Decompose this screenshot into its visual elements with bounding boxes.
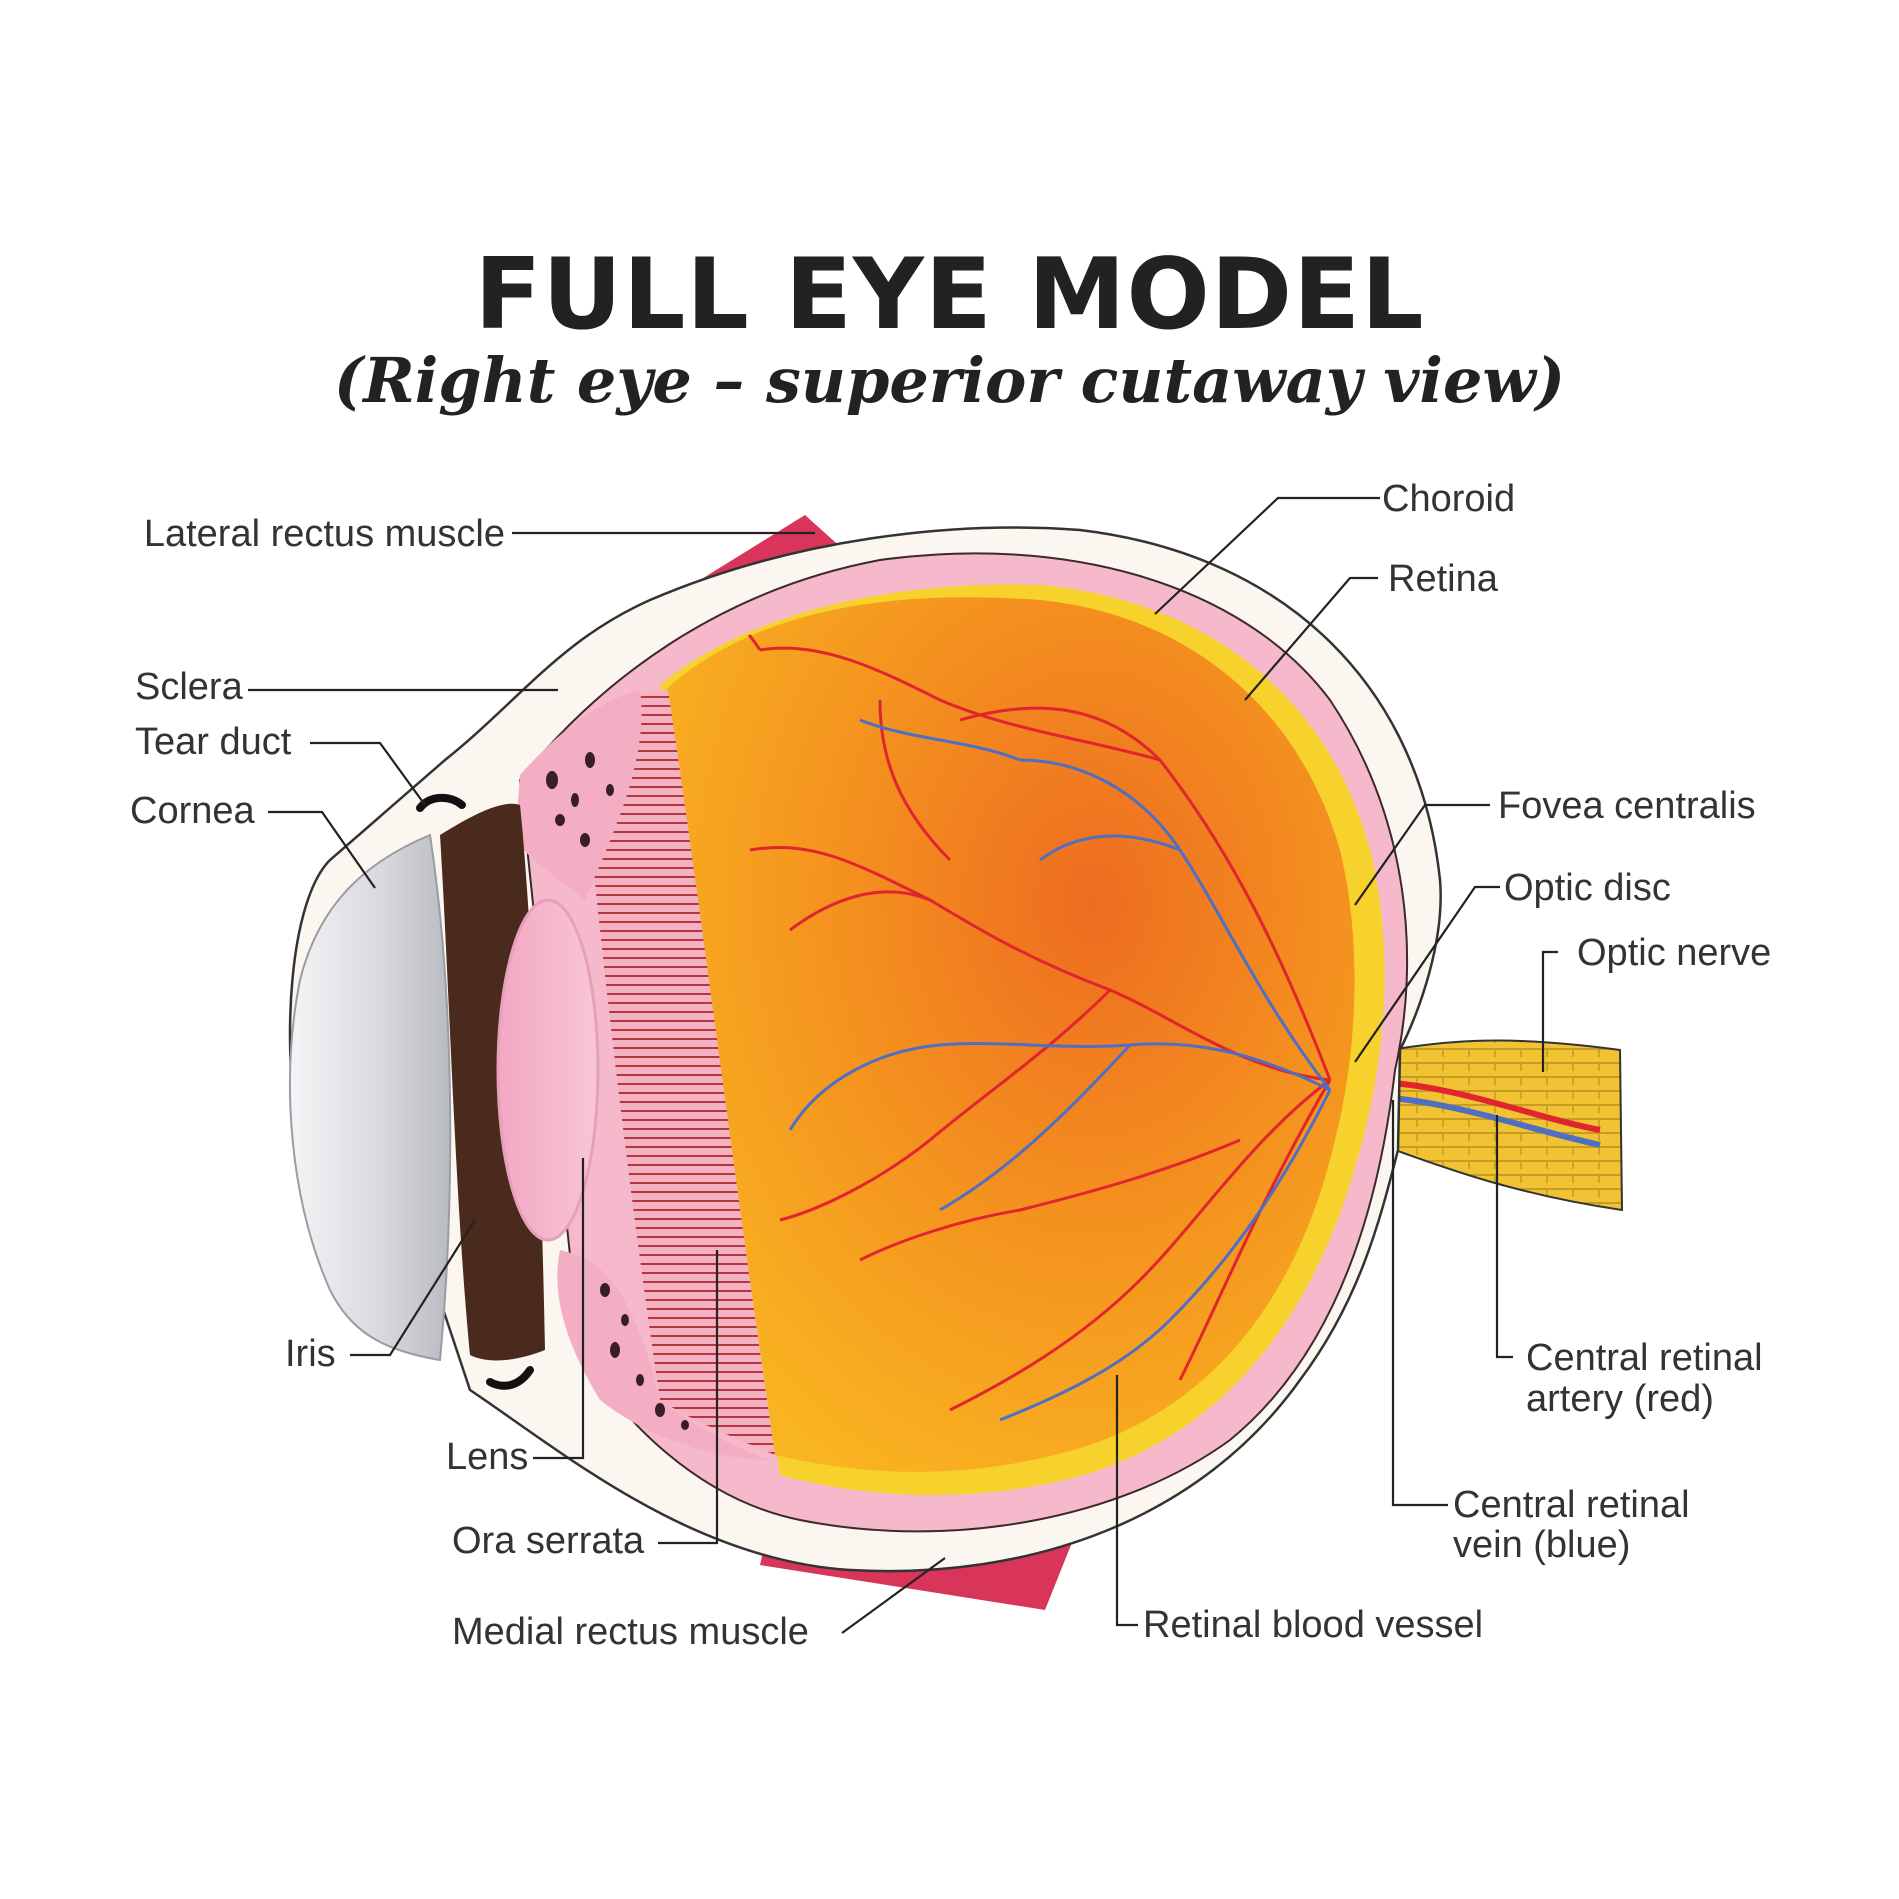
label-central-artery-line1: Central retinal xyxy=(1526,1337,1763,1379)
leader-lens xyxy=(533,1158,585,1460)
label-central-vein-line2: vein (blue) xyxy=(1453,1524,1630,1566)
label-tear-duct: Tear duct xyxy=(135,721,292,763)
tear-duct-mark-top xyxy=(416,793,466,812)
optic-nerve-shape xyxy=(1388,1039,1624,1212)
leader-central-vein xyxy=(1391,1100,1448,1507)
cornea-shape xyxy=(289,833,452,1362)
label-optic-nerve: Optic nerve xyxy=(1577,932,1771,974)
lens-shape xyxy=(496,898,600,1242)
label-ora-serrata: Ora serrata xyxy=(452,1520,645,1562)
leader-iris xyxy=(350,1219,476,1357)
leader-tear-duct xyxy=(310,741,426,806)
leader-choroid xyxy=(1154,496,1380,615)
label-fovea: Fovea centralis xyxy=(1498,785,1756,827)
ciliary-band xyxy=(580,690,775,1455)
label-choroid: Choroid xyxy=(1382,478,1515,520)
leader-retinal-vessel xyxy=(1115,1375,1138,1627)
leader-retina xyxy=(1244,576,1378,701)
label-sclera: Sclera xyxy=(135,666,244,708)
diagram-title: FULL EYE MODEL xyxy=(474,238,1425,352)
lower-sclera-section xyxy=(557,1250,770,1460)
label-central-vein-line1: Central retinal xyxy=(1453,1484,1690,1526)
label-retina: Retina xyxy=(1388,558,1499,600)
leader-optic-disc xyxy=(1354,885,1500,1063)
leader-optic-nerve xyxy=(1541,950,1558,1072)
tear-duct-mark-bottom xyxy=(486,1366,534,1390)
diagram-labels: Lateral rectus muscle Sclera Tear duct C… xyxy=(130,478,1771,1653)
leader-fovea xyxy=(1354,803,1490,906)
label-cornea: Cornea xyxy=(130,790,255,832)
label-lens: Lens xyxy=(446,1436,528,1478)
label-medial-rectus: Medial rectus muscle xyxy=(452,1611,809,1653)
leader-cornea xyxy=(268,810,376,889)
label-retinal-vessel: Retinal blood vessel xyxy=(1143,1604,1483,1646)
label-central-artery-line2: artery (red) xyxy=(1526,1378,1714,1420)
leader-medial-rectus xyxy=(841,1557,946,1634)
label-iris: Iris xyxy=(285,1333,336,1375)
label-optic-disc: Optic disc xyxy=(1504,867,1671,909)
leader-lines xyxy=(248,496,1558,1634)
diagram-subtitle: (Right eye – superior cutaway view) xyxy=(333,344,1566,417)
label-lateral-rectus: Lateral rectus muscle xyxy=(144,513,505,555)
leader-ora-serrata xyxy=(658,1250,719,1545)
upper-sclera-section xyxy=(515,690,642,900)
leader-central-artery xyxy=(1495,1115,1513,1359)
retinal-vessels xyxy=(699,605,1332,1422)
eye-interior xyxy=(665,597,1355,1472)
sclera-pores xyxy=(546,752,689,1430)
